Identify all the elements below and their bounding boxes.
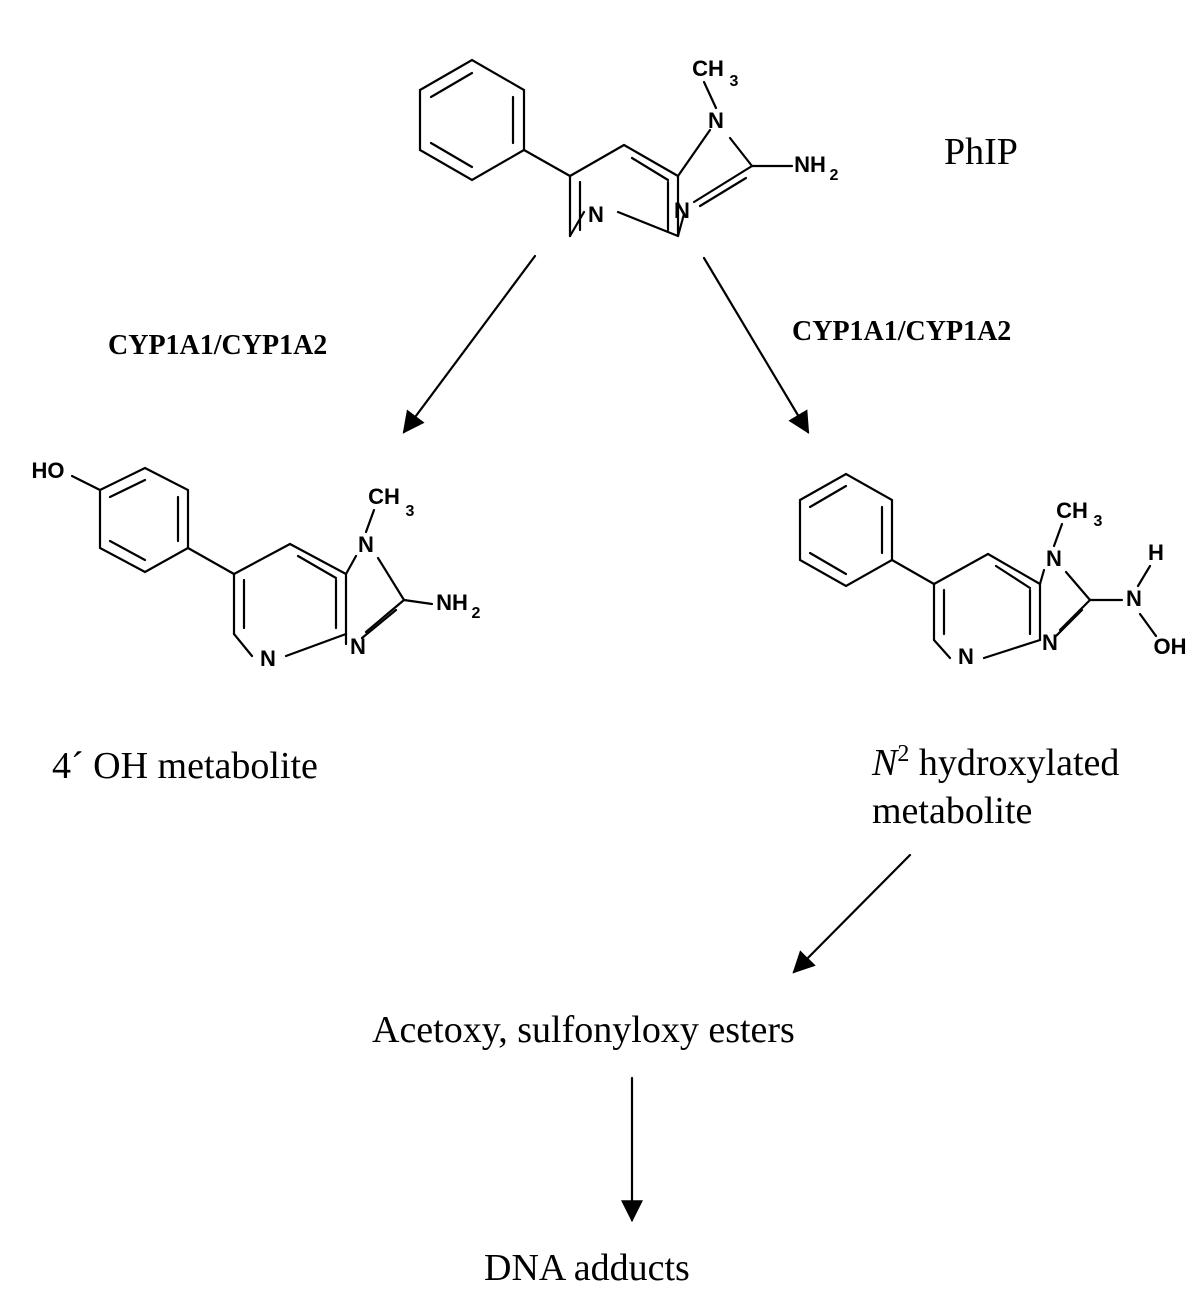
- hydroxy-pyridine-n: N: [260, 646, 276, 671]
- enzyme-label-right: CYP1A1/CYP1A2: [792, 316, 1012, 347]
- phip-amine-sub: 2: [830, 167, 839, 184]
- enzyme-label-left: CYP1A1/CYP1A2: [108, 330, 328, 361]
- n2-methyl-ch: CH: [1056, 498, 1088, 523]
- phip-imidazole-n3: N: [674, 198, 690, 223]
- phip-methyl-sub: 3: [730, 73, 739, 90]
- hydroxy-metabolite-label: 4´ OH metabolite: [52, 745, 318, 787]
- n2-label-line1: hydroxylated: [909, 742, 1120, 784]
- phip-structure: N N N CH 3 NH 2: [418, 56, 839, 238]
- arrow-phip-to-n2: [702, 256, 810, 434]
- esters-label: Acetoxy, sulfonyloxy esters: [372, 1009, 795, 1051]
- n2-metabolite-structure: N N N CH 3 N H OH: [798, 472, 1187, 669]
- hydroxyl-group: HO: [32, 458, 65, 483]
- n2-methyl-sub: 3: [1094, 513, 1103, 530]
- n2-metabolite-label: N2 hydroxylated metabolite: [872, 730, 1119, 835]
- hydroxy-imidazole-n3: N: [350, 634, 366, 659]
- phip-pyridine-n: N: [588, 202, 604, 227]
- phip-methyl-ch: CH: [692, 56, 724, 81]
- arrow-phip-to-hydroxy: [402, 254, 537, 434]
- phip-label: PhIP: [944, 131, 1018, 173]
- n2-phenyl-ring: [798, 472, 894, 588]
- n2-imidazole-n3: N: [1042, 630, 1058, 655]
- n2-imidazole-n1: N: [1046, 546, 1062, 571]
- hydroxy-methyl-ch: CH: [368, 484, 400, 509]
- hydroxy-phenyl-ring: [98, 466, 190, 574]
- n2-italic-n: N: [872, 742, 898, 784]
- phip-imidazole-n1: N: [708, 108, 724, 133]
- n2-pyridine-n: N: [958, 644, 974, 669]
- hydroxy-amine-sub: 2: [472, 605, 481, 622]
- hydroxy-imidazole-n1: N: [358, 532, 374, 557]
- n2-hydroxylamine-n: N: [1126, 586, 1142, 611]
- hydroxy-amine-nh: NH: [436, 590, 468, 615]
- dna-adducts-label: DNA adducts: [484, 1247, 690, 1289]
- n2-hydroxylamine-oh: OH: [1154, 634, 1187, 659]
- hydroxy-methyl-sub: 3: [406, 503, 415, 520]
- n2-label-line2: metabolite: [872, 790, 1033, 832]
- n2-superscript: 2: [897, 741, 910, 767]
- hydroxy-metabolite-structure: HO N N N CH 3 NH 2: [32, 458, 481, 671]
- phip-phenyl-ring: [418, 58, 526, 182]
- arrow-n2-to-esters: [792, 853, 912, 974]
- n2-hydroxylamine-h: H: [1148, 540, 1164, 565]
- phip-amine-nh: NH: [794, 152, 826, 177]
